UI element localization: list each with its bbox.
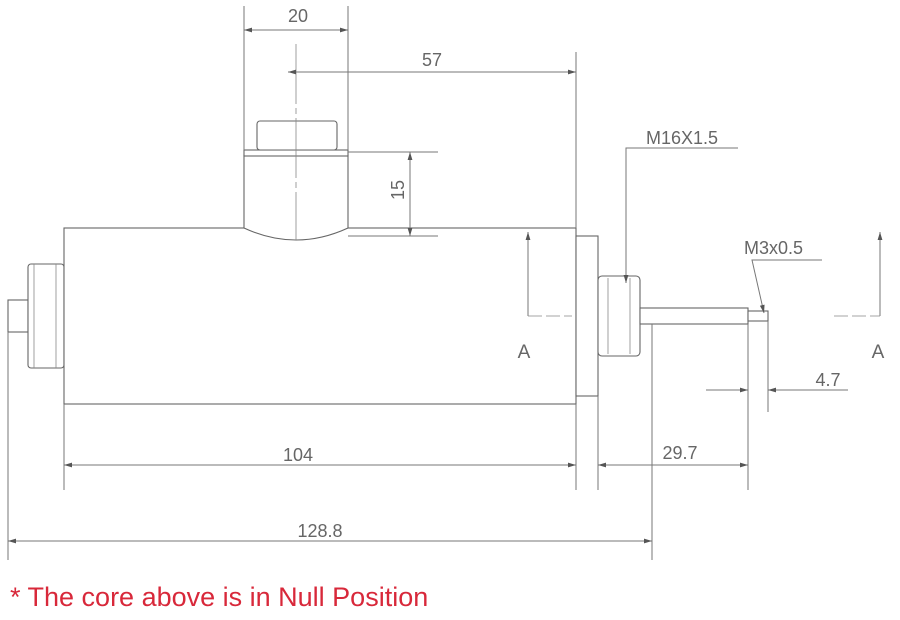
- null-position-note: * The core above is in Null Position: [10, 582, 429, 612]
- dim-text-body-length: 104: [283, 445, 313, 465]
- thread-leader-main: [623, 147, 738, 283]
- rear-stud: [7, 299, 29, 333]
- dim-text-tip-length: 4.7: [815, 370, 840, 390]
- front-flange: [575, 235, 599, 397]
- dim-text-core-extension: 29.7: [662, 443, 697, 463]
- dim-text-fitting-width: 20: [288, 6, 308, 26]
- thread-label-main: M16X1.5: [646, 128, 718, 148]
- top-fitting-cap: [256, 120, 338, 151]
- core-rod: [639, 307, 749, 325]
- core-tip: [747, 310, 769, 322]
- dim-text-fitting-offset: 57: [422, 50, 442, 70]
- section-label-right: A: [872, 342, 885, 363]
- thread-label-tip: M3x0.5: [744, 238, 803, 258]
- rear-cap: [27, 263, 65, 369]
- front-nut: [597, 275, 641, 357]
- dim-text-fitting-height: 15: [388, 180, 408, 200]
- section-label-left: A: [518, 342, 531, 363]
- dim-text-overall-length: 128.8: [297, 521, 342, 541]
- thread-leader-tip: [751, 259, 822, 314]
- main-body: [63, 227, 577, 405]
